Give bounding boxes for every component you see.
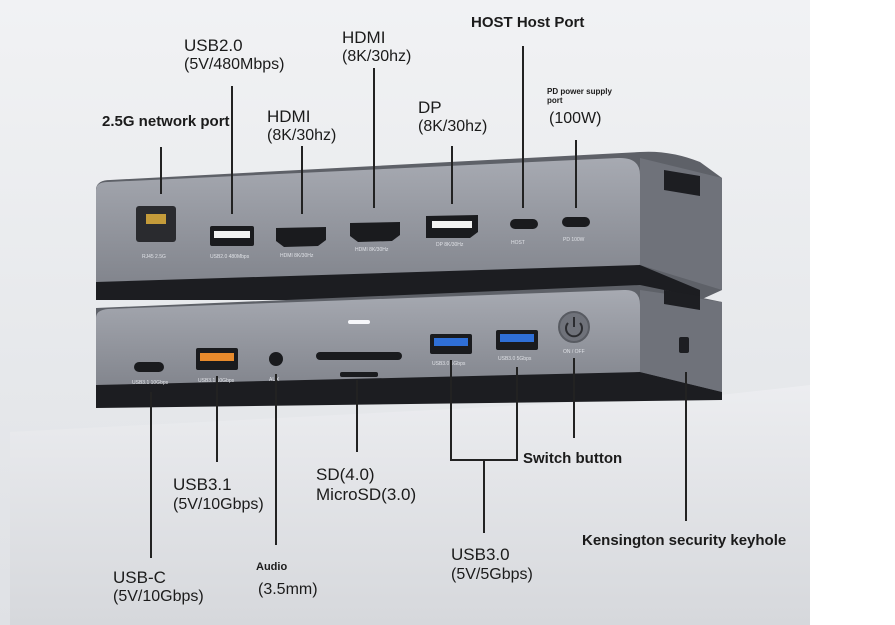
usb2-tongue-icon xyxy=(214,231,250,238)
sd-slot-icon xyxy=(316,352,402,360)
label-audio-title: Audio xyxy=(256,561,288,573)
label-kensington: Kensington security keyhole xyxy=(582,532,787,549)
usb2-caption: USB2.0 480Mbps xyxy=(210,254,250,260)
label-usb20-title: USB2.0 xyxy=(184,36,243,55)
lower-ports: USB3.1 10Gbps USB3.1 10Gbps AUX USB3.0 5… xyxy=(132,311,590,386)
host-caption: HOST xyxy=(511,240,525,246)
label-sd-title: SD(4.0) xyxy=(316,465,375,484)
leader-usb30 xyxy=(450,360,518,533)
lower-unit xyxy=(96,285,722,408)
pd-caption: PD 100W xyxy=(563,237,585,243)
label-pd-spec: (100W) xyxy=(549,110,602,127)
label-usbc-title: USB-C xyxy=(113,568,166,587)
label-dp-title: DP xyxy=(418,98,442,117)
label-usb31-title: USB3.1 xyxy=(173,475,232,494)
desk-surface xyxy=(10,385,810,625)
label-dp-spec: (8K/30hz) xyxy=(418,118,488,135)
label-hdmi2-spec: (8K/30hz) xyxy=(342,48,412,65)
usb3-1-caption: USB3.0 5Gbps xyxy=(432,361,466,367)
label-network: 2.5G network port xyxy=(102,113,230,130)
usbc-caption: USB3.1 10Gbps xyxy=(132,380,169,386)
onoff-caption: ON / OFF xyxy=(563,349,585,355)
label-usb31-spec: (5V/10Gbps) xyxy=(173,496,264,513)
hdmi-port-2-icon xyxy=(350,222,400,242)
rj45-latch-icon xyxy=(146,214,166,224)
upper-ports: RJ45 2.5G USB2.0 480Mbps HDMI 8K/30Hz HD… xyxy=(136,206,590,260)
leader-lines xyxy=(150,46,687,558)
usbc-port-icon xyxy=(134,362,164,372)
label-host: HOST Host Port xyxy=(471,14,585,31)
label-switch: Switch button xyxy=(523,450,623,467)
dp-caption: DP 8K/30Hz xyxy=(436,242,464,248)
microsd-slot-icon xyxy=(340,372,378,377)
host-usbc-port-icon xyxy=(510,219,538,229)
usb3-port-1-tongue-icon xyxy=(434,338,468,346)
label-usbc-spec: (5V/10Gbps) xyxy=(113,588,204,605)
label-hdmi2-title: HDMI xyxy=(342,28,386,47)
label-pd-title: PD power supply port xyxy=(547,87,612,106)
label-audio-spec: (3.5mm) xyxy=(258,581,318,598)
hdmi-1-caption: HDMI 8K/30Hz xyxy=(280,253,314,259)
usb3-2-caption: USB3.0 5Gbps xyxy=(498,356,532,362)
power-symbol-icon xyxy=(565,322,583,338)
status-led-icon xyxy=(348,320,370,324)
usb3-port-2-tongue-icon xyxy=(500,334,534,342)
lower-vent xyxy=(664,290,700,310)
label-usb30-title: USB3.0 xyxy=(451,545,510,564)
label-usb30-spec: (5V/5Gbps) xyxy=(451,566,533,583)
upper-unit xyxy=(96,151,722,300)
rj45-caption: RJ45 2.5G xyxy=(142,254,166,260)
upper-unit-side xyxy=(640,158,722,290)
audio-jack-icon xyxy=(269,352,283,366)
label-sd-spec: MicroSD(3.0) xyxy=(316,485,417,504)
dock-illustration: RJ45 2.5G USB2.0 480Mbps HDMI 8K/30Hz HD… xyxy=(10,46,810,625)
upper-vent xyxy=(664,170,700,196)
label-hdmi1-title: HDMI xyxy=(267,107,311,126)
usb31-tongue-icon xyxy=(200,353,234,361)
label-hdmi1-spec: (8K/30hz) xyxy=(267,127,337,144)
hdmi-port-1-icon xyxy=(276,227,326,247)
hdmi-2-caption: HDMI 8K/30Hz xyxy=(355,247,389,253)
aux-caption: AUX xyxy=(269,377,280,383)
dp-tongue-icon xyxy=(432,221,472,228)
pd-usbc-port-icon xyxy=(562,217,590,227)
label-usb20-spec: (5V/480Mbps) xyxy=(184,56,285,73)
lower-unit-bezel xyxy=(96,372,722,408)
kensington-slot-icon xyxy=(679,337,689,353)
